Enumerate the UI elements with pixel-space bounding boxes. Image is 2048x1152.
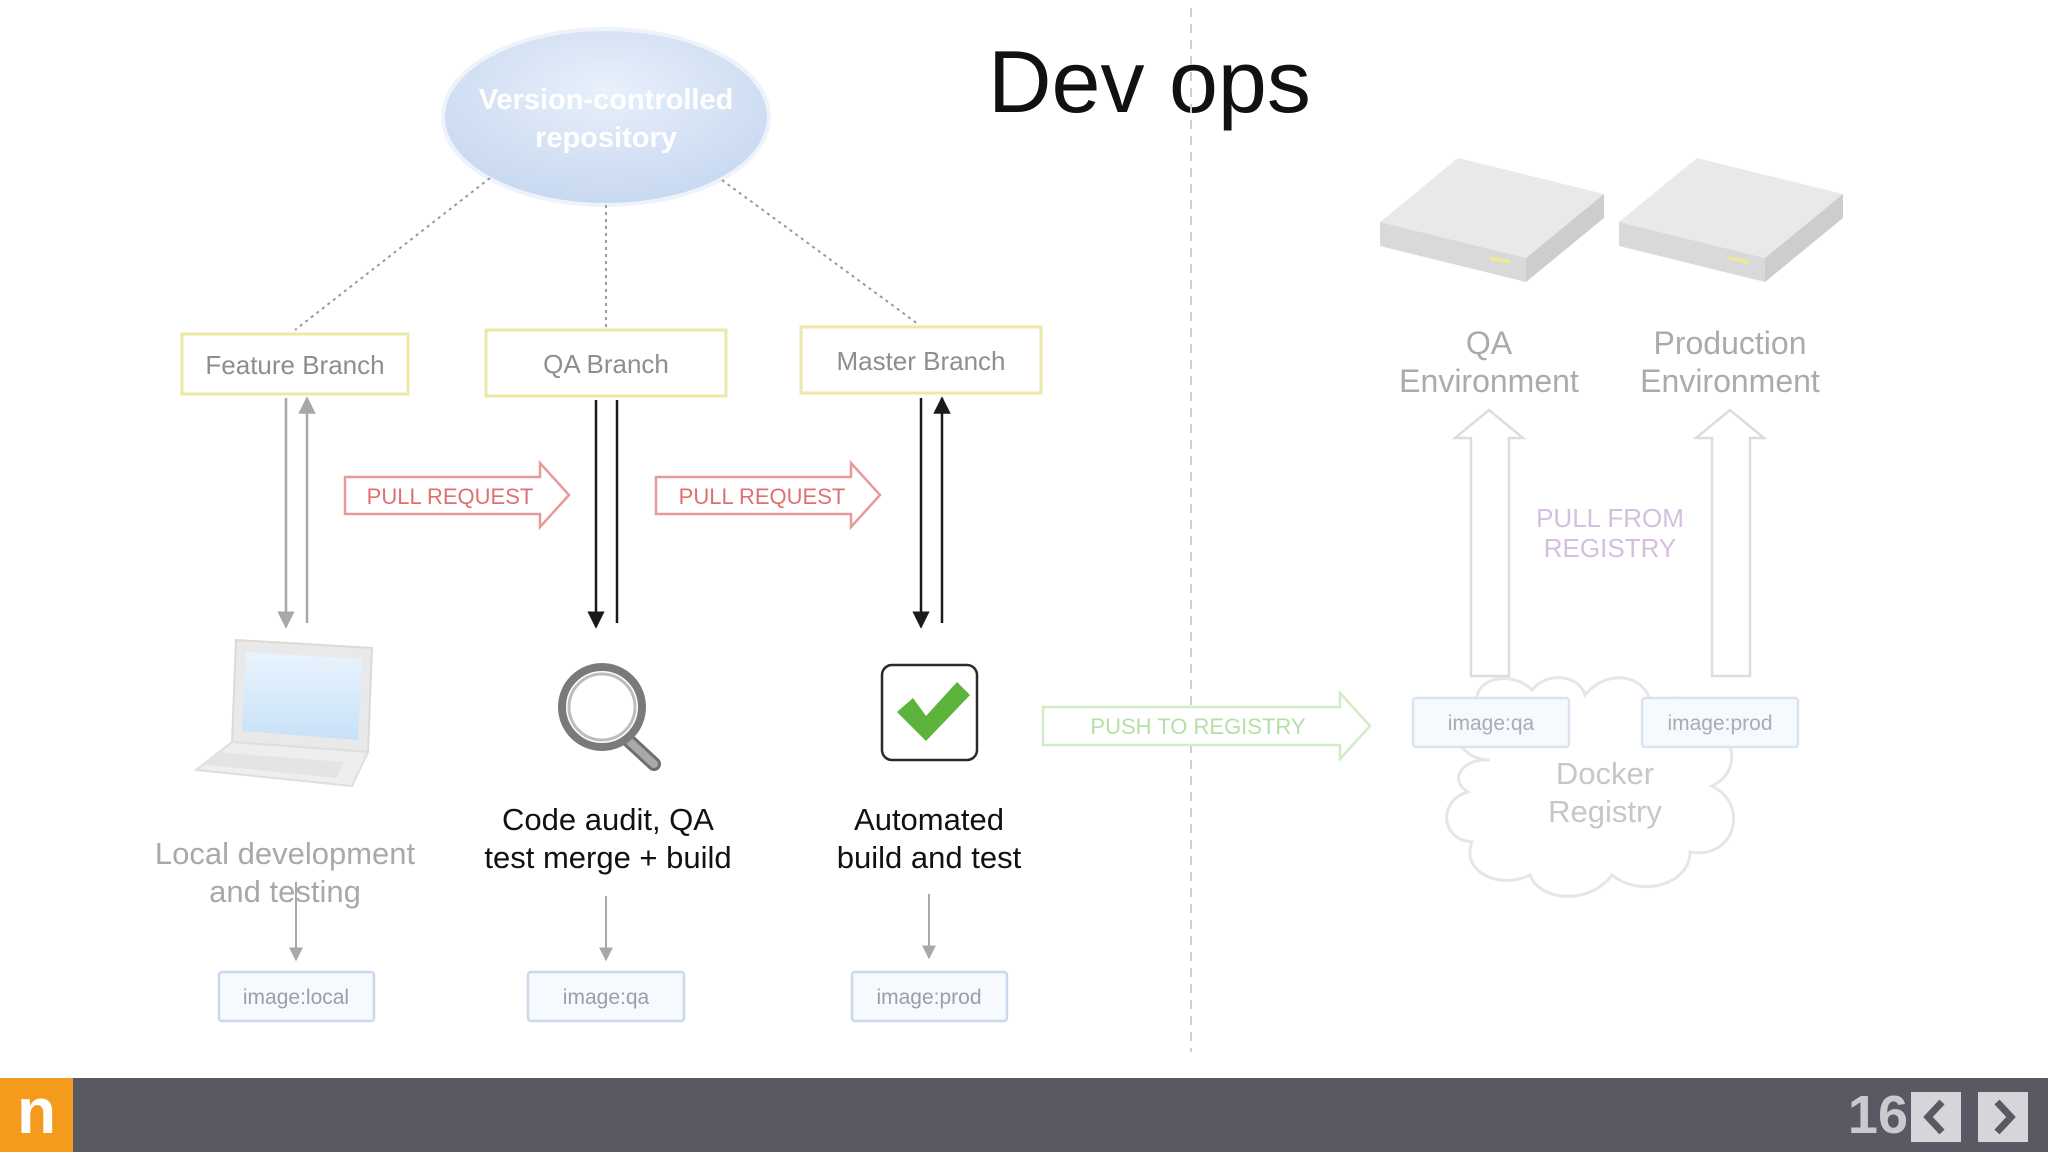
master-automated-arrows: [912, 396, 951, 629]
local-stage-label-line-1: Local development: [155, 836, 416, 871]
production-environment-label-line-2: Environment: [1640, 363, 1820, 399]
audit-stage-label-line-1: Code audit, QA: [502, 802, 714, 837]
feature-branch-node: Feature Branch: [180, 332, 410, 396]
page-number: 16: [1847, 1085, 1908, 1145]
registry-image-prod-label: image:prod: [1667, 712, 1772, 735]
automated-stage-label-line-2: build and test: [837, 840, 1022, 875]
push-to-registry-arrow: PUSH TO REGISTRY: [1041, 689, 1372, 763]
qa-branch-node: QA Branch: [484, 328, 728, 398]
feature-branch-label: Feature Branch: [205, 350, 384, 380]
pull-request-arrow-1: PULL REQUEST: [343, 459, 571, 531]
devops-diagram: Dev ops Version-controlled repository Fe…: [155, 8, 1843, 1052]
qa-environment-label-line-1: QA: [1466, 325, 1513, 361]
pull-request-arrow-2: PULL REQUEST: [654, 459, 882, 531]
pull-request-label-1: PULL REQUEST: [367, 484, 534, 509]
image-local-label: image:local: [243, 986, 349, 1009]
image-qa-box: image:qa: [526, 970, 686, 1023]
logo: n: [0, 1078, 73, 1152]
image-qa-label: image:qa: [563, 986, 650, 1009]
chevron-left-icon: [1923, 1099, 1945, 1135]
qa-audit-arrows: [587, 400, 619, 629]
repository-label-line-2: repository: [535, 122, 677, 154]
qa-branch-label: QA Branch: [543, 349, 669, 379]
master-branch-node: Master Branch: [799, 325, 1043, 395]
laptop-icon: [193, 638, 374, 788]
bottom-bar: n 16: [0, 1078, 2048, 1152]
local-stage-label-line-2: and testing: [209, 874, 361, 909]
pull-from-registry-line-1: PULL FROM: [1536, 503, 1684, 533]
repository-node: Version-controlled repository: [441, 27, 771, 207]
pull-arrow-qa: [1451, 408, 1527, 678]
image-prod-box: image:prod: [850, 970, 1009, 1023]
image-local-box: image:local: [217, 970, 376, 1023]
audit-stage-label-line-2: test merge + build: [484, 840, 731, 875]
automated-stage-label-line-1: Automated: [854, 802, 1004, 837]
pull-arrow-production: [1692, 408, 1768, 678]
prev-slide-button[interactable]: [1911, 1092, 1961, 1142]
chevron-right-icon: [1994, 1099, 2016, 1135]
pull-from-registry-line-2: REGISTRY: [1544, 533, 1676, 563]
feature-local-arrows: [277, 396, 316, 629]
registry-image-qa-label: image:qa: [1448, 712, 1535, 735]
qa-environment-label-line-2: Environment: [1399, 363, 1579, 399]
registry-image-prod-box: image:prod: [1640, 696, 1800, 749]
image-prod-label: image:prod: [876, 986, 981, 1009]
master-branch-label: Master Branch: [836, 346, 1005, 376]
repo-branch-connectors: [294, 177, 919, 331]
server-icon-production: [1619, 158, 1843, 282]
checkmark-icon: [880, 663, 979, 762]
magnifier-icon: [558, 663, 661, 771]
production-environment-label-line-1: Production: [1654, 325, 1807, 361]
registry-image-qa-box: image:qa: [1411, 696, 1571, 749]
stage-image-arrows: [289, 882, 936, 962]
repository-label-line-1: Version-controlled: [479, 84, 734, 116]
docker-registry-label-line-1: Docker: [1556, 756, 1654, 791]
pull-request-label-2: PULL REQUEST: [679, 484, 846, 509]
slide-title: Dev ops: [988, 32, 1311, 131]
docker-registry-label-line-2: Registry: [1548, 794, 1662, 829]
server-icon-qa: [1380, 158, 1604, 282]
push-to-registry-label: PUSH TO REGISTRY: [1090, 714, 1305, 739]
next-slide-button[interactable]: [1978, 1092, 2028, 1142]
